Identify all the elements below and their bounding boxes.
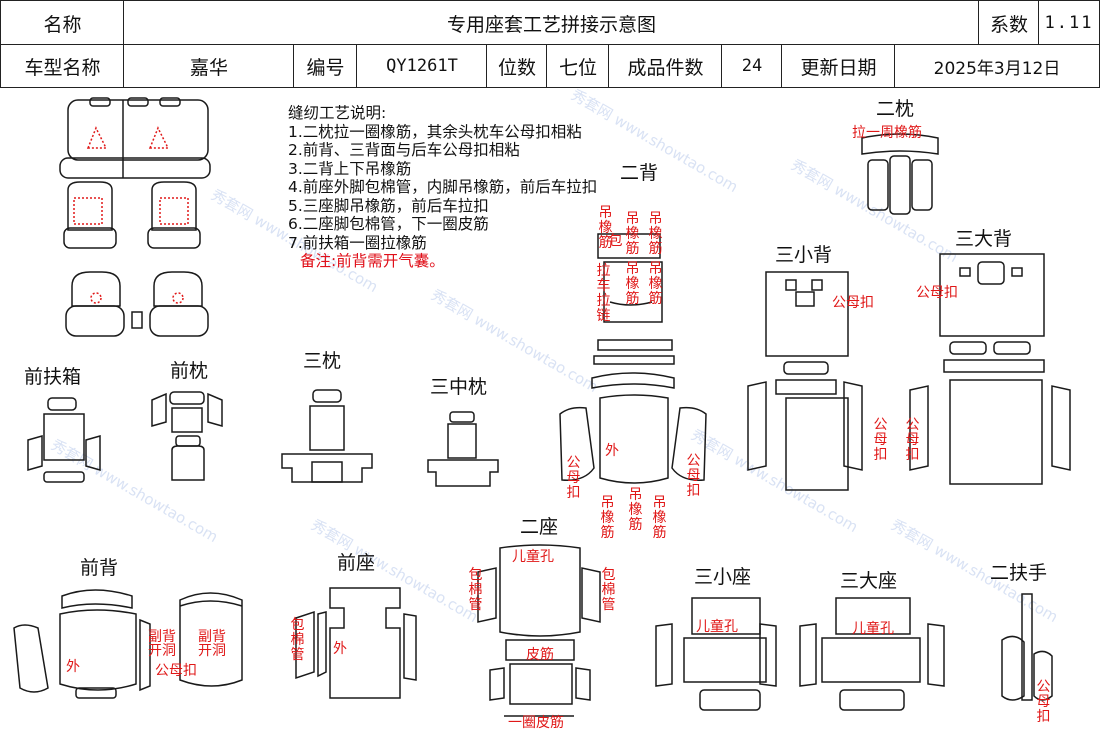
annotation-outer: 外 <box>605 443 619 459</box>
annotation-wrap-tube: 包棉管 <box>601 567 616 613</box>
section-label-front-back: 前背 <box>80 557 119 579</box>
model-value: 嘉华 <box>123 44 295 88</box>
front-back-pieces <box>13 589 243 699</box>
annotation-hang-rubber: 吊橡筋 <box>598 205 613 251</box>
section-label-third-big-back: 三大背 <box>955 228 1013 250</box>
notes-item: 4.前座外脚包棉管，内脚吊橡筋，前后车拉扣 <box>288 178 598 196</box>
notes-heading: 缝纫工艺说明: <box>288 104 387 122</box>
annotation-airbag-open: 副背开洞 <box>198 629 226 659</box>
section-label-third-small-seat: 三小座 <box>694 566 752 588</box>
code-label: 编号 <box>293 44 358 88</box>
second-back-bottom-pieces <box>559 372 707 484</box>
annotation-airbag-open: 副背开洞 <box>148 629 176 659</box>
pieces-label: 成品件数 <box>608 44 723 88</box>
annotation-snap: 公母扣 <box>916 285 958 301</box>
annotation-child-hole: 儿童孔 <box>852 621 894 637</box>
seat-thumbnail-middle <box>63 181 201 249</box>
notes-remark: 备注:前背需开气囊。 <box>300 252 445 270</box>
section-label-second-pillow: 二枕 <box>876 98 915 120</box>
section-label-third-big-seat: 三大座 <box>840 570 898 592</box>
annotation-child-hole: 儿童孔 <box>512 549 554 565</box>
section-label-third-pillow: 三枕 <box>303 350 342 372</box>
seat-thumbnail-front <box>65 271 209 337</box>
annotation-snap: 公母扣 <box>686 453 701 499</box>
seats-value: 七位 <box>546 44 610 88</box>
annotation-child-hole: 儿童孔 <box>696 619 738 635</box>
annotation-outer: 外 <box>66 659 80 675</box>
notes-item: 5.三座脚吊橡筋，前后车拉扣 <box>288 196 489 215</box>
front-pillow-pieces <box>151 391 223 481</box>
annotation-rubber: 皮筋 <box>526 647 554 663</box>
code-value: QY1261T <box>356 44 488 88</box>
seat-thumbnail-rear-bench <box>59 97 211 179</box>
notes-item: 7.前扶箱一圈拉橡筋 <box>288 233 427 252</box>
annotation-hang-rubber: 吊橡筋 <box>648 261 663 307</box>
notes-item: 2.前背、三背面与后车公母扣相粘 <box>288 141 520 159</box>
annotation-wrap-tube: 包棉管 <box>468 567 483 613</box>
annotation-outer: 外 <box>333 641 347 657</box>
annotation-pull-zipper: 拉车拉链 <box>596 263 611 324</box>
annotation-wrap-tube: 包棉管 <box>290 617 305 663</box>
section-label-front-armrest: 前扶箱 <box>24 366 82 388</box>
notes-item: 1.二枕拉一圈橡筋，其余头枕车公母扣相粘 <box>288 122 582 141</box>
second-back-top-pieces <box>593 233 675 365</box>
seats-label: 位数 <box>486 44 548 88</box>
annotation-snap: 公母扣 <box>566 455 581 501</box>
section-label-second-armrest: 二扶手 <box>990 562 1048 584</box>
date-value: 2025年3月12日 <box>894 44 1100 88</box>
annotation-hang-rubber: 吊橡筋 <box>652 495 667 541</box>
third-pillow-pieces <box>281 389 373 483</box>
annotation-hang-rubber: 吊橡筋 <box>648 211 663 257</box>
front-armrest-pieces <box>27 397 101 483</box>
name-label: 名称 <box>0 0 125 46</box>
date-label: 更新日期 <box>781 44 896 88</box>
second-armrest-pieces <box>1001 593 1053 701</box>
annotation-bag: 包 <box>608 233 623 249</box>
notes-item: 3.二背上下吊橡筋 <box>288 159 412 178</box>
section-label-second-seat: 二座 <box>520 516 559 538</box>
second-pillow-pieces <box>861 133 939 215</box>
third-middle-pillow-pieces <box>427 411 499 487</box>
front-seat-pieces <box>295 587 417 699</box>
annotation-snap: 公母扣 <box>155 663 197 679</box>
section-label-second-back: 二背 <box>620 162 659 184</box>
second-seat-pieces <box>477 544 601 717</box>
annotation-hang-rubber: 吊橡筋 <box>628 487 643 533</box>
model-label: 车型名称 <box>0 44 125 88</box>
section-label-front-seat: 前座 <box>337 552 376 574</box>
annotation-hang-rubber: 吊橡筋 <box>625 211 640 257</box>
header-table: 名称 专用座套工艺拼接示意图 系数 1.11 车型名称 嘉华 编号 QY1261… <box>0 0 1100 88</box>
annotation-hang-rubber: 吊橡筋 <box>600 495 615 541</box>
sewing-notes: 缝纫工艺说明: 1.二枕拉一圈橡筋，其余头枕车公母扣相粘 2.前背、三背面与后车… <box>288 104 597 271</box>
annotation-hang-rubber: 吊橡筋 <box>625 261 640 307</box>
annotation-snap: 公母扣 <box>873 417 888 463</box>
third-small-back-pieces <box>747 271 863 491</box>
third-small-seat-pieces <box>655 597 777 711</box>
annotation-snap: 公母扣 <box>1036 679 1051 725</box>
section-label-front-pillow: 前枕 <box>170 360 209 382</box>
coef-label: 系数 <box>978 0 1040 46</box>
third-big-seat-pieces <box>799 597 945 711</box>
section-label-third-small-back: 三小背 <box>775 244 833 266</box>
annotation-pull-one-loop: 拉一周橡筋 <box>852 125 922 141</box>
section-label-third-middle-pillow: 三中枕 <box>430 376 488 398</box>
annotation-snap: 公母扣 <box>905 417 920 463</box>
annotation-one-loop-rubber: 一圈皮筋 <box>508 715 564 731</box>
annotation-snap: 公母扣 <box>832 295 874 311</box>
third-big-back-pieces <box>909 253 1071 485</box>
pieces-value: 24 <box>721 44 783 88</box>
notes-item: 6.二座脚包棉管，下一圈皮筋 <box>288 215 489 233</box>
